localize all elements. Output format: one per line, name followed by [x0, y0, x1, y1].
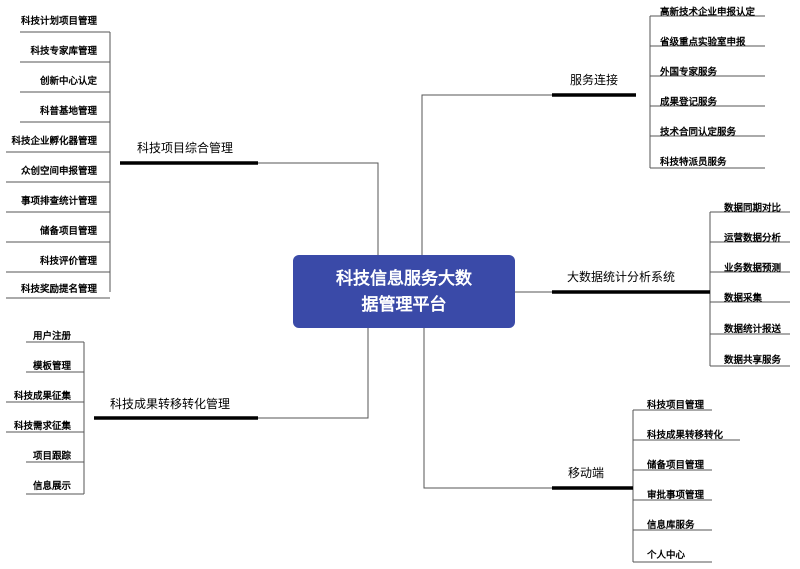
leaf-fwlj-3: 外国专家服务 — [660, 67, 718, 78]
leaf-fwlj-6: 科技特派员服务 — [660, 157, 727, 168]
leaf-cgzh-4: 科技需求征集 — [13, 421, 71, 432]
leaf-kjxm-4: 科普基地管理 — [39, 106, 97, 117]
leaf-ydd-4: 审批事项管理 — [647, 490, 705, 501]
leaf-kjxm-6: 众创空间申报管理 — [20, 166, 97, 177]
leaf-kjxm-9: 科技评价管理 — [39, 256, 97, 267]
central-topic-line2: 据管理平台 — [361, 294, 447, 315]
leaf-kjxm-7: 事项排查统计管理 — [20, 196, 97, 207]
leaf-cgzh-3: 科技成果征集 — [13, 391, 71, 402]
leaf-ydd-6: 个人中心 — [647, 550, 686, 561]
leaf-cgzh-2: 模板管理 — [32, 361, 71, 372]
central-topic-line1: 科技信息服务大数 — [336, 268, 472, 289]
leaf-fwlj-4: 成果登记服务 — [660, 97, 718, 108]
leaf-kjxm-8: 储备项目管理 — [39, 226, 97, 237]
leaf-fwlj-2: 省级重点实验室申报 — [660, 37, 746, 48]
branch-cgzh-label: 科技成果转移转化管理 — [110, 397, 231, 411]
leaf-dsj-5: 数据统计报送 — [724, 324, 782, 335]
leaf-fwlj-5: 技术合同认定服务 — [660, 127, 737, 138]
leaf-dsj-4: 数据采集 — [724, 293, 763, 304]
leaf-ydd-3: 储备项目管理 — [647, 460, 705, 471]
leaf-dsj-1: 数据同期对比 — [724, 203, 782, 214]
leaf-kjxm-10: 科技奖励提名管理 — [20, 284, 97, 295]
leaf-ydd-5: 信息库服务 — [647, 520, 695, 531]
branch-ydd-label: 移动端 — [568, 466, 605, 480]
leaf-dsj-3: 业务数据预测 — [724, 263, 782, 274]
leaf-kjxm-3: 创新中心认定 — [39, 76, 97, 87]
leaf-dsj-2: 运营数据分析 — [724, 233, 782, 244]
leaf-kjxm-1: 科技计划项目管理 — [20, 16, 97, 27]
branch-dsj-label: 大数据统计分析系统 — [567, 270, 676, 284]
leaf-cgzh-1: 用户注册 — [32, 331, 71, 342]
leaf-ydd-2: 科技成果转移转化 — [647, 430, 724, 441]
leaf-cgzh-5: 项目跟踪 — [32, 451, 71, 462]
leaf-cgzh-6: 信息展示 — [32, 481, 71, 492]
branch-kjxm-label: 科技项目综合管理 — [137, 141, 234, 155]
central-topic: 科技信息服务大数 据管理平台 — [293, 255, 515, 328]
branch-fwlj-label: 服务连接 — [570, 73, 619, 87]
leaf-kjxm-5: 科技企业孵化器管理 — [11, 136, 97, 147]
leaf-dsj-6: 数据共享服务 — [724, 355, 782, 366]
leaf-fwlj-1: 高新技术企业申报认定 — [660, 7, 756, 18]
leaf-ydd-1: 科技项目管理 — [647, 400, 705, 411]
leaf-kjxm-2: 科技专家库管理 — [30, 46, 97, 57]
